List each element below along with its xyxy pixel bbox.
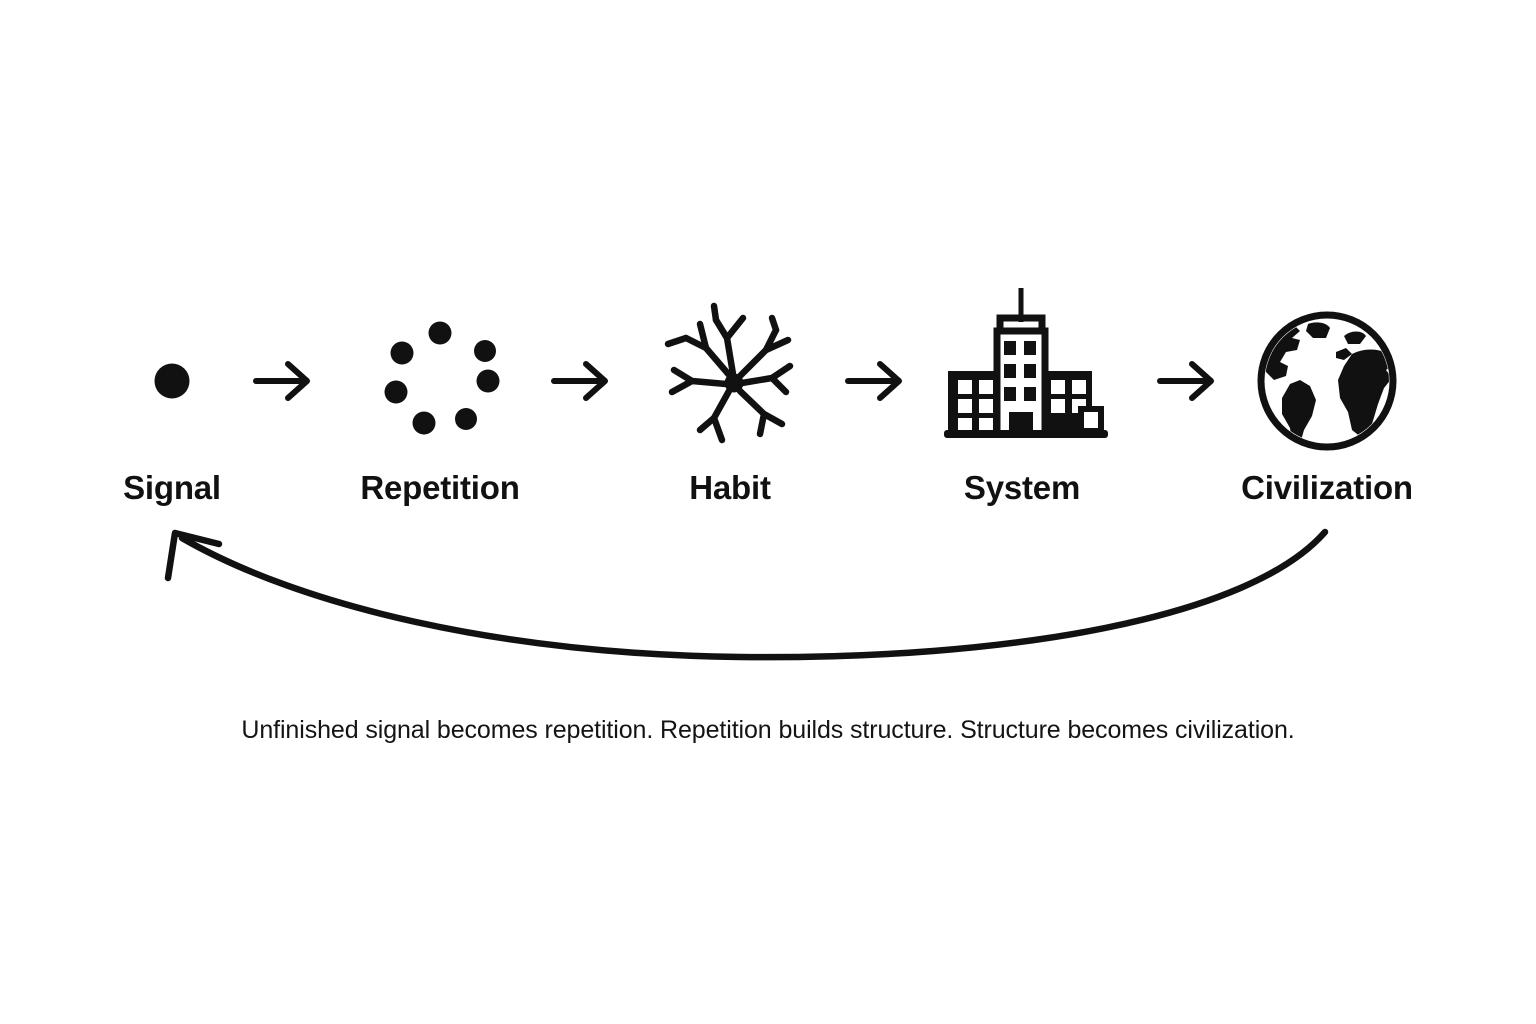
- arrow-right-icon: [253, 361, 310, 401]
- stage-label-signal: Signal: [123, 469, 221, 506]
- circle-of-dots-icon: [384, 321, 500, 435]
- arrow-right-icon: [551, 361, 608, 401]
- curved-feedback-arrow-icon: [164, 528, 1329, 661]
- arrow-right-icon: [845, 361, 902, 401]
- diagram-caption: Unfinished signal becomes repetition. Re…: [241, 716, 1295, 744]
- city-buildings-icon: [944, 288, 1108, 438]
- arrow-right-icon: [1157, 361, 1214, 401]
- stage-label-civilization: Civilization: [1241, 469, 1413, 506]
- stage-label-habit: Habit: [689, 469, 771, 506]
- stage-label-system: System: [963, 469, 1081, 506]
- neuron-branch-icon: [664, 302, 794, 444]
- filled-dot-icon: [154, 363, 190, 399]
- stage-label-repetition: Repetition: [360, 469, 520, 506]
- globe-icon: [1257, 311, 1397, 451]
